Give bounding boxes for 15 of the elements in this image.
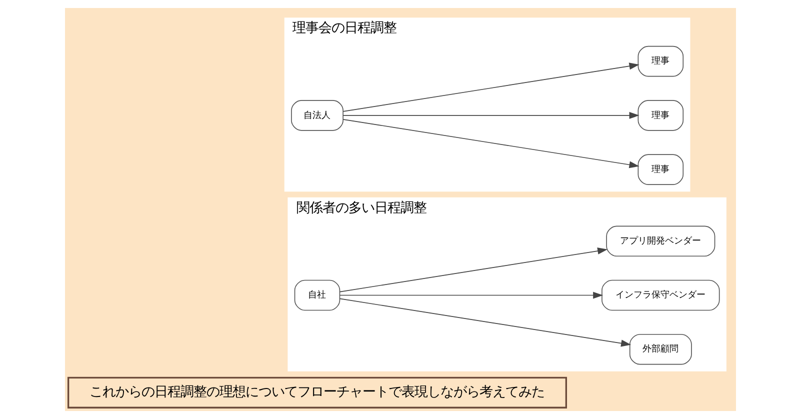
node-box: 外部顧問 [628, 334, 692, 365]
arrow [339, 292, 603, 299]
arrow [339, 248, 608, 292]
node-box: 理事 [637, 46, 684, 77]
node-box: 自社 [294, 280, 340, 311]
arrow [339, 298, 631, 347]
node-box: これからの日程調整の理想についてフローチャートで表現しながら考えてみた [67, 376, 566, 408]
node-box: 理事 [637, 154, 684, 185]
arrow [342, 112, 639, 119]
node-box: アプリ開発ベンダー [606, 226, 715, 257]
node-box: インフラ保守ベンダー [601, 280, 720, 311]
arrow [342, 118, 639, 168]
node-box: 理事 [637, 100, 684, 131]
arrow [342, 62, 639, 112]
node-box: 自法人 [290, 100, 343, 131]
